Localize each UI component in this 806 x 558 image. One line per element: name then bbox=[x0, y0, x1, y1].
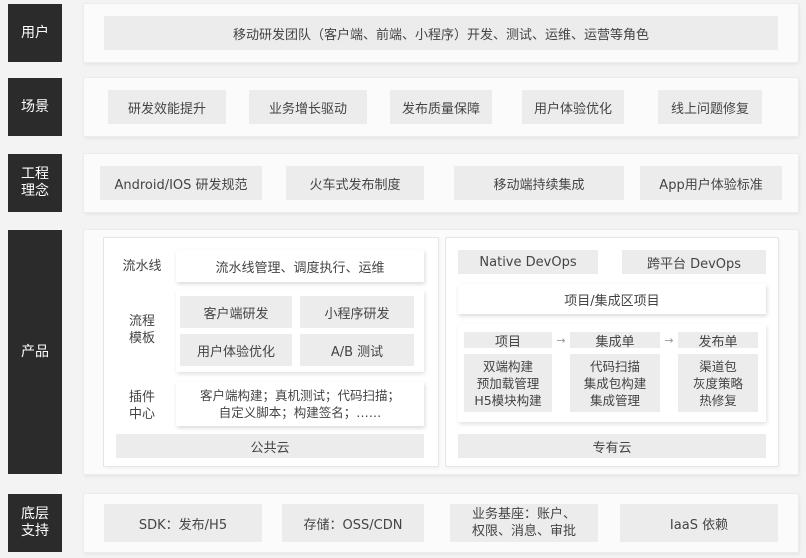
scene-item-text: 发布质量保障 bbox=[401, 101, 480, 117]
template-item: A/B 测试 bbox=[300, 334, 414, 366]
template-item-text: A/B 测试 bbox=[330, 344, 384, 360]
flow-step: 发布单 bbox=[678, 332, 758, 350]
pipeline-label: 流水线 bbox=[114, 256, 170, 276]
project-area-text: 项目/集成区项目 bbox=[564, 293, 660, 309]
cross-platform-devops-tab: 跨平台 DevOps bbox=[622, 250, 766, 274]
plugin-box: 客户端构建；真机测试；代码扫描； 自定义脚本；构建签名；…… bbox=[176, 382, 424, 426]
scene-item: 研发效能提升 bbox=[108, 90, 226, 124]
scene-item-text: 业务增长驱动 bbox=[268, 101, 347, 117]
template-label: 流程 模板 bbox=[114, 310, 170, 350]
product-panel: 流水线 流水线管理、调度执行、运维 流程 模板 客户端研发 小程序研发 用户体验… bbox=[84, 230, 798, 474]
base-item: 存储：OSS/CDN bbox=[282, 504, 424, 542]
user-roles-box: 移动研发团队（客户端、前端、小程序）开发、测试、运维、运营等角色 bbox=[104, 16, 778, 50]
row-label-product-text: 产品 bbox=[21, 343, 49, 360]
scene-item: 发布质量保障 bbox=[390, 90, 492, 124]
arrow-right-icon: → bbox=[660, 332, 678, 348]
flow-step-text: 发布单 bbox=[698, 334, 738, 350]
scene-item: 业务增长驱动 bbox=[249, 90, 367, 124]
public-cloud-panel: 流水线 流水线管理、调度执行、运维 流程 模板 客户端研发 小程序研发 用户体验… bbox=[104, 238, 438, 466]
row-label-product: 产品 bbox=[8, 230, 62, 474]
flow-column-text: 双端构建 预加载管理 H5模块构建 bbox=[474, 358, 542, 408]
plugin-label: 插件 中心 bbox=[114, 386, 170, 426]
template-item-text: 用户体验优化 bbox=[196, 344, 275, 360]
scene-item-text: 线上问题修复 bbox=[670, 101, 749, 117]
private-cloud-footer: 专有云 bbox=[458, 434, 766, 458]
flow-group: 项目 → 集成单 → 发布单 双端构建 预加载管理 H5模块构建 代码扫描 集成… bbox=[458, 324, 766, 422]
user-roles-text: 移动研发团队（客户端、前端、小程序）开发、测试、运维、运营等角色 bbox=[232, 27, 649, 43]
base-item: IaaS 依赖 bbox=[620, 504, 778, 542]
flow-column: 代码扫描 集成包构建 集成管理 bbox=[570, 354, 660, 412]
row-label-scene-text: 场景 bbox=[21, 98, 49, 115]
row-label-concept: 工程 理念 bbox=[8, 154, 62, 212]
pipeline-box: 流水线管理、调度执行、运维 bbox=[176, 250, 424, 282]
base-item-text: IaaS 依赖 bbox=[669, 517, 729, 533]
row-label-user: 用户 bbox=[8, 4, 62, 62]
scene-item: 线上问题修复 bbox=[658, 90, 762, 124]
plugin-box-text: 客户端构建；真机测试；代码扫描； 自定义脚本；构建签名；…… bbox=[199, 388, 400, 420]
concept-item-text: App用户体验标准 bbox=[659, 177, 763, 193]
concept-item: App用户体验标准 bbox=[640, 166, 782, 200]
flow-column-text: 渠道包 灰度策略 热修复 bbox=[692, 358, 743, 408]
project-area-box: 项目/集成区项目 bbox=[458, 284, 766, 314]
arrow-right-text: → bbox=[664, 333, 674, 347]
concept-item: 移动端持续集成 bbox=[454, 166, 624, 200]
scene-item-text: 研发效能提升 bbox=[127, 101, 206, 117]
base-item-text: SDK：发布/H5 bbox=[138, 517, 228, 533]
flow-step: 项目 bbox=[464, 332, 552, 350]
pipeline-label-text: 流水线 bbox=[122, 258, 162, 274]
private-cloud-panel: Native DevOps 跨平台 DevOps 项目/集成区项目 项目 → 集… bbox=[446, 238, 778, 466]
template-label-text: 流程 模板 bbox=[128, 314, 155, 346]
native-devops-tab-text: Native DevOps bbox=[479, 254, 577, 270]
concept-panel: Android/IOS 研发规范 火车式发布制度 移动端持续集成 App用户体验… bbox=[84, 154, 798, 212]
flow-step-text: 集成单 bbox=[595, 334, 635, 350]
flow-step: 集成单 bbox=[570, 332, 660, 350]
user-panel: 移动研发团队（客户端、前端、小程序）开发、测试、运维、运营等角色 bbox=[84, 4, 798, 62]
scene-item-text: 用户体验优化 bbox=[533, 101, 612, 117]
base-item: SDK：发布/H5 bbox=[104, 504, 262, 542]
cross-platform-devops-tab-text: 跨平台 DevOps bbox=[646, 256, 742, 272]
flow-column: 双端构建 预加载管理 H5模块构建 bbox=[464, 354, 552, 412]
template-item-text: 客户端研发 bbox=[203, 306, 269, 322]
base-item-text: 存储：OSS/CDN bbox=[303, 517, 403, 533]
pipeline-box-text: 流水线管理、调度执行、运维 bbox=[215, 260, 385, 276]
row-label-concept-text: 工程 理念 bbox=[21, 166, 49, 199]
concept-item-text: 移动端持续集成 bbox=[493, 177, 585, 193]
base-item-text: 业务基座：账户、 权限、消息、审批 bbox=[471, 507, 576, 539]
scene-item: 用户体验优化 bbox=[522, 90, 624, 124]
template-item: 小程序研发 bbox=[300, 296, 414, 328]
public-cloud-footer-text: 公共云 bbox=[250, 440, 290, 456]
row-label-user-text: 用户 bbox=[21, 24, 49, 41]
row-label-base: 底层 支持 bbox=[8, 494, 62, 552]
plugin-label-text: 插件 中心 bbox=[128, 390, 155, 422]
concept-item: Android/IOS 研发规范 bbox=[100, 166, 262, 200]
concept-item: 火车式发布制度 bbox=[286, 166, 424, 200]
row-label-base-text: 底层 支持 bbox=[21, 506, 49, 539]
arrow-right-text: → bbox=[556, 333, 566, 347]
concept-item-text: 火车式发布制度 bbox=[309, 177, 401, 193]
concept-item-text: Android/IOS 研发规范 bbox=[114, 177, 248, 193]
template-item: 用户体验优化 bbox=[180, 334, 292, 366]
template-item-text: 小程序研发 bbox=[324, 306, 390, 322]
flow-step-text: 项目 bbox=[494, 334, 521, 350]
native-devops-tab: Native DevOps bbox=[458, 250, 598, 274]
row-label-scene: 场景 bbox=[8, 78, 62, 136]
base-panel: SDK：发布/H5 存储：OSS/CDN 业务基座：账户、 权限、消息、审批 I… bbox=[84, 494, 798, 552]
public-cloud-footer: 公共云 bbox=[116, 434, 424, 458]
flow-column: 渠道包 灰度策略 热修复 bbox=[678, 354, 758, 412]
flow-column-text: 代码扫描 集成包构建 集成管理 bbox=[583, 358, 647, 408]
scene-panel: 研发效能提升 业务增长驱动 发布质量保障 用户体验优化 线上问题修复 bbox=[84, 78, 798, 136]
base-item: 业务基座：账户、 权限、消息、审批 bbox=[450, 504, 598, 542]
private-cloud-footer-text: 专有云 bbox=[592, 440, 632, 456]
template-item: 客户端研发 bbox=[180, 296, 292, 328]
arrow-right-icon: → bbox=[552, 332, 570, 348]
template-group: 客户端研发 小程序研发 用户体验优化 A/B 测试 bbox=[176, 290, 424, 372]
